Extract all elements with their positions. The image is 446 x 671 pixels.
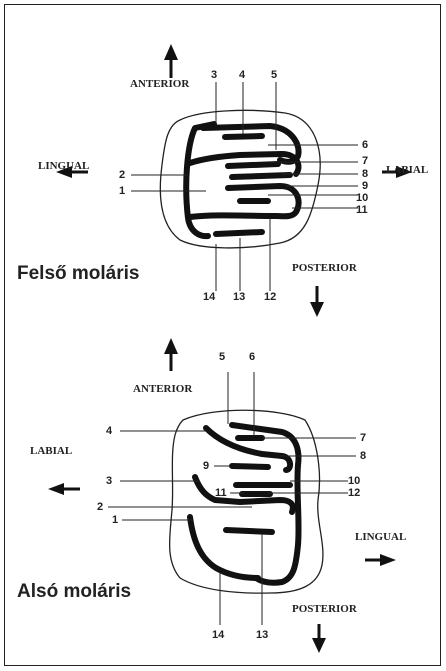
lower-anterior-arrow [164,338,178,371]
upper-label-8: 8 [362,168,368,180]
lower-left-label: LABIAL [30,445,72,457]
lower-label-1: 1 [112,514,118,526]
upper-ridge-4 [225,136,262,137]
upper-label-2: 2 [119,169,125,181]
lower-posterior-arrow [312,624,326,653]
lower-label-5: 5 [219,351,225,363]
lower-label-14: 14 [212,629,225,641]
lower-label-8: 8 [360,450,366,462]
lower-label-7: 7 [360,432,366,444]
upper-label-13: 13 [233,291,245,303]
upper-label-9: 9 [362,180,368,192]
upper-label-5: 5 [271,69,277,81]
upper-title: Felső moláris [17,263,140,284]
upper-label-1: 1 [119,185,125,197]
upper-anterior-arrow [164,44,178,78]
lower-molar-panel: ANTERIOR POSTERIOR LABIAL LINGUAL [17,338,406,653]
lower-label-4: 4 [106,425,113,437]
lower-ridge-13 [226,530,272,532]
upper-label-3: 3 [211,69,217,81]
lower-title: Alsó moláris [17,581,131,602]
lower-label-9: 9 [203,460,209,472]
lower-ridge-9 [232,466,268,467]
lower-right-arrow [365,554,396,566]
lower-right-label: LINGUAL [355,531,406,543]
lower-left-arrow [48,483,80,495]
upper-posterior-arrow [310,286,324,317]
lower-label-12: 12 [348,487,360,499]
upper-ridge-8 [232,175,290,177]
upper-ridge-7 [228,164,278,166]
upper-label-7: 7 [362,155,368,167]
lower-ridge-1 [190,517,258,578]
lower-label-3: 3 [106,475,112,487]
lower-label-11: 11 [215,487,227,499]
upper-left-label: LINGUAL [38,160,89,172]
upper-posterior-label: POSTERIOR [292,262,358,274]
upper-label-6: 6 [362,139,368,151]
lower-label-13: 13 [256,629,268,641]
lower-posterior-label: POSTERIOR [292,603,358,615]
upper-label-4: 4 [239,69,246,81]
lower-label-10: 10 [348,475,360,487]
upper-right-label: LABIAL [386,164,428,176]
upper-molar-panel: ANTERIOR POSTERIOR LINGUAL LABIAL [17,44,428,317]
upper-label-14: 14 [203,291,216,303]
upper-label-11: 11 [356,204,368,216]
upper-label-12: 12 [264,291,276,303]
upper-ridge-13 [216,232,262,234]
lower-label-6: 6 [249,351,255,363]
lower-anterior-label: ANTERIOR [133,383,193,395]
upper-label-10: 10 [356,192,368,204]
lower-label-2: 2 [97,501,103,513]
upper-anterior-label: ANTERIOR [130,78,190,90]
